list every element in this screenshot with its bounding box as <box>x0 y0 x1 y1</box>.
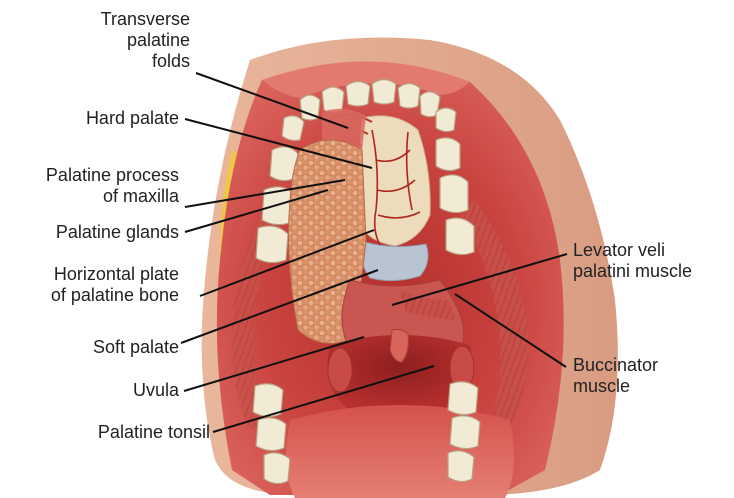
label-palatine-process-of-maxilla: Palatine process of maxilla <box>2 165 179 207</box>
label-horizontal-plate-of-palatine-bone: Horizontal plate of palatine bone <box>2 264 179 306</box>
label-levator-veli-palatini-muscle: Levator veli palatini muscle <box>573 240 733 282</box>
label-palatine-glands: Palatine glands <box>2 222 179 243</box>
tongue <box>286 405 514 498</box>
label-buccinator-muscle: Buccinator muscle <box>573 355 723 397</box>
horizontal-plate-bone <box>362 242 428 281</box>
hard-palate-bone <box>359 116 430 246</box>
label-hard-palate: Hard palate <box>30 108 179 129</box>
label-uvula: Uvula <box>30 380 179 401</box>
label-palatine-tonsil: Palatine tonsil <box>30 422 210 443</box>
left-tonsil-shape <box>328 348 352 392</box>
label-soft-palate: Soft palate <box>30 337 179 358</box>
label-transverse-palatine-folds: Transverse palatine folds <box>60 9 190 72</box>
